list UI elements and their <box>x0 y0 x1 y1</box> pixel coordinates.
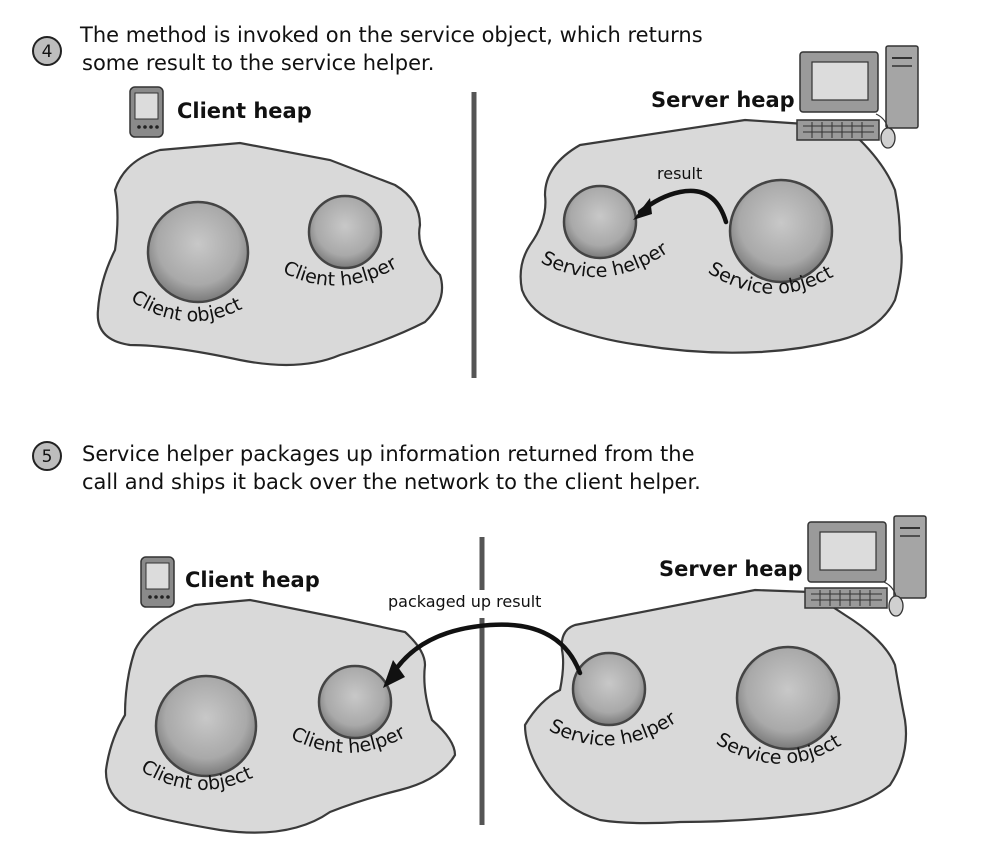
step-description-line-2: call and ships it back over the network … <box>82 470 701 494</box>
desktop-computer-icon <box>804 515 927 617</box>
server-heap-area <box>519 118 903 354</box>
service-helper-sphere <box>571 651 647 727</box>
service-object-sphere <box>735 645 841 751</box>
step-description-line-1: The method is invoked on the service obj… <box>79 23 703 47</box>
server-heap-title: Server heap <box>651 88 795 112</box>
server-heap-title: Server heap <box>659 557 803 581</box>
step-5: 5 Service helper packages up information… <box>32 441 927 834</box>
step-number: 5 <box>42 447 53 467</box>
client-helper-sphere <box>307 194 383 270</box>
step-number: 4 <box>42 42 53 62</box>
client-heap-title: Client heap <box>177 99 312 123</box>
step-description-line-1: Service helper packages up information r… <box>82 442 695 466</box>
result-arrow-label: result <box>657 164 702 183</box>
client-heap: Client heap Client object Client helper <box>104 556 457 834</box>
client-helper-sphere <box>317 664 393 740</box>
result-arrow <box>633 188 729 225</box>
step-description-line-2: some result to the service helper. <box>82 51 434 75</box>
service-object-sphere <box>728 178 834 284</box>
server-heap-area <box>523 588 908 825</box>
packaged-result-arrow-label: packaged up result <box>388 592 541 611</box>
pda-device-icon <box>140 556 175 608</box>
pda-device-icon <box>129 86 164 138</box>
step-number-badge: 5 <box>32 441 62 471</box>
client-heap-title: Client heap <box>185 568 320 592</box>
client-object-sphere <box>154 674 258 778</box>
server-heap: Server heap Service helper Service objec… <box>523 515 927 825</box>
server-heap: Server heap Service helper Service objec… <box>519 45 919 354</box>
client-object-sphere <box>146 200 250 304</box>
client-heap: Client heap Client object Client helper <box>96 86 444 367</box>
step-4: 4 The method is invoked on the service o… <box>32 23 919 378</box>
packaged-result-arrow <box>383 622 583 688</box>
step-number-badge: 4 <box>32 36 62 66</box>
service-helper-sphere <box>562 184 638 260</box>
desktop-computer-icon <box>796 45 919 149</box>
